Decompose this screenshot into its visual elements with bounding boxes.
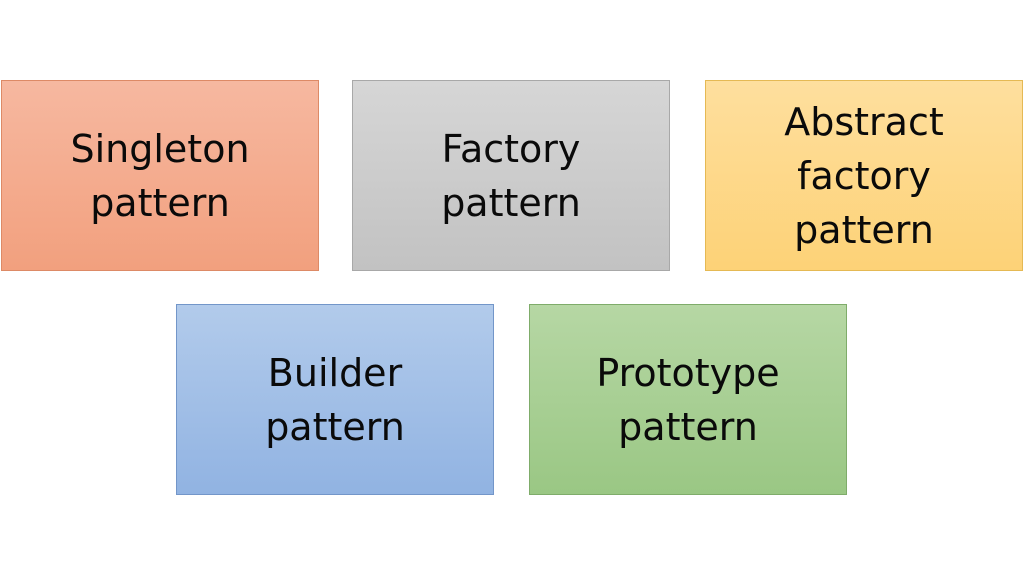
builder-pattern-label: Builder pattern <box>265 350 405 449</box>
singleton-pattern-label: Singleton pattern <box>70 126 250 225</box>
abstract-factory-pattern-box: Abstract factory pattern <box>705 80 1023 271</box>
abstract-factory-pattern-label: Abstract factory pattern <box>784 99 944 252</box>
builder-pattern-box: Builder pattern <box>176 304 494 495</box>
factory-pattern-box: Factory pattern <box>352 80 670 271</box>
factory-pattern-label: Factory pattern <box>441 126 581 225</box>
prototype-pattern-box: Prototype pattern <box>529 304 847 495</box>
singleton-pattern-box: Singleton pattern <box>1 80 319 271</box>
prototype-pattern-label: Prototype pattern <box>596 350 780 449</box>
